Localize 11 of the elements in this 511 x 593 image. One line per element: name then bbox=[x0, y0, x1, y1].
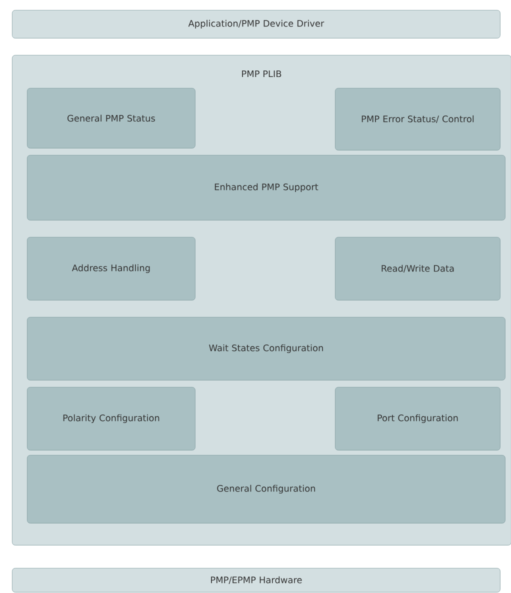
module-box: General Configuration bbox=[27, 455, 506, 524]
module-box: Port Configuration bbox=[335, 387, 500, 450]
layer-bar: Application/PMP Device Driver bbox=[12, 10, 500, 38]
module-box: Address Handling bbox=[27, 237, 196, 300]
module-box: Wait States Configuration bbox=[27, 317, 506, 380]
module-box: General PMP Status bbox=[27, 88, 196, 148]
module-box: Read/Write Data bbox=[335, 237, 500, 300]
layer-bar: PMP/EPMP Hardware bbox=[12, 568, 500, 592]
module-box: Polarity Configuration bbox=[27, 387, 196, 450]
module-box: Enhanced PMP Support bbox=[27, 155, 506, 220]
module-box: PMP Error Status/ Control bbox=[335, 88, 500, 150]
